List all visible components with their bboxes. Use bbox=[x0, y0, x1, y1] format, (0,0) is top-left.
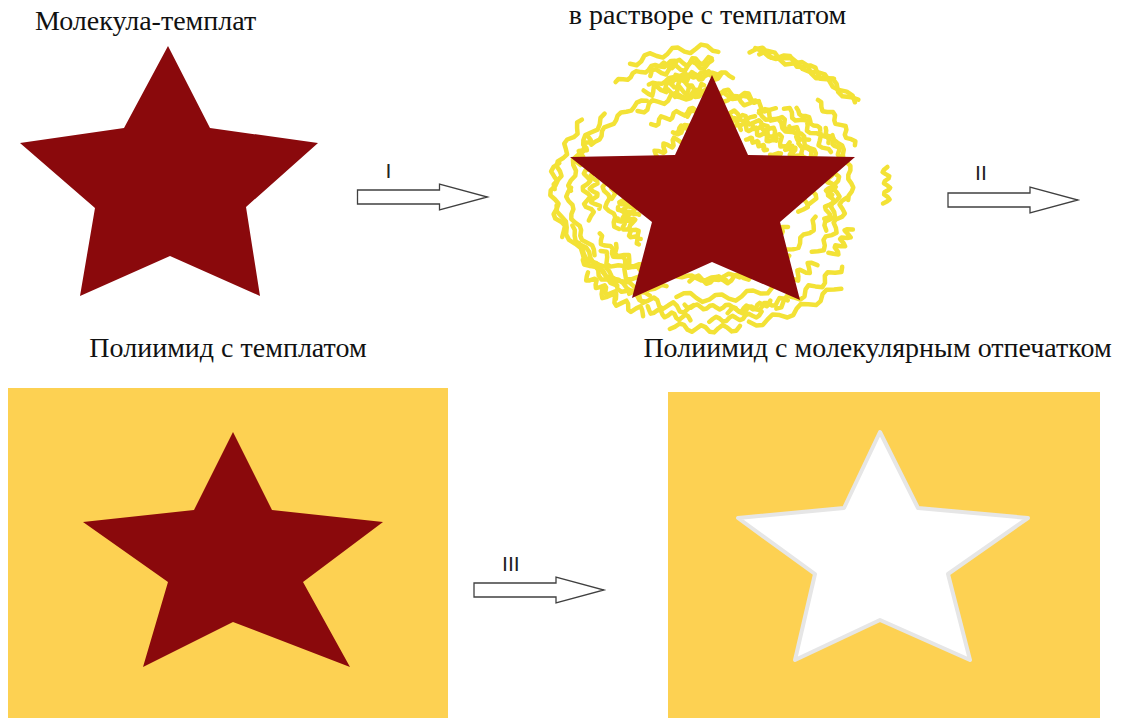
step-number: I bbox=[386, 160, 392, 182]
stage-illustration bbox=[8, 325, 448, 718]
polymer-chain bbox=[670, 324, 740, 333]
step-number: II bbox=[975, 162, 987, 184]
template-star bbox=[570, 75, 855, 300]
polymer-chain bbox=[828, 229, 853, 254]
polymer-chain bbox=[746, 138, 767, 151]
polymer-chain bbox=[755, 48, 855, 102]
stage-heading: Полиимид с молекулярным отпечатком bbox=[630, 333, 1125, 363]
stage-panel: в растворе с темплатом bbox=[515, 0, 900, 335]
polymer-chain bbox=[818, 100, 856, 145]
process-arrow bbox=[358, 184, 488, 210]
stage-panel: Молекула-темплат bbox=[15, 0, 330, 305]
stage-heading: Полиимид с темплатом bbox=[8, 333, 448, 363]
polymer-chain bbox=[709, 312, 761, 322]
imprint-cavity bbox=[738, 432, 1028, 660]
stage-panel: Полиимид с темплатом bbox=[8, 325, 448, 718]
stage-illustration bbox=[515, 0, 900, 335]
polymer-chain bbox=[591, 101, 647, 145]
polyimide-block bbox=[668, 392, 1100, 718]
process-arrow bbox=[474, 577, 604, 603]
stage-panel: Полиимид с молекулярным отпечатком bbox=[630, 325, 1125, 718]
stage-heading: в растворе с темплатом bbox=[515, 0, 900, 30]
polymer-chain bbox=[649, 73, 717, 85]
polymer-chain bbox=[557, 205, 618, 285]
polyimide-block bbox=[8, 388, 448, 718]
polymer-chain bbox=[883, 167, 891, 204]
stage-heading: Молекула-темплат bbox=[35, 6, 256, 36]
polymer-chain bbox=[728, 301, 771, 314]
polymer-chain bbox=[550, 163, 565, 237]
stage-illustration bbox=[630, 325, 1125, 718]
step-number: III bbox=[502, 553, 520, 575]
stage-illustration bbox=[15, 0, 330, 305]
template-star bbox=[83, 432, 383, 667]
polymer-chain bbox=[759, 109, 809, 140]
template-star bbox=[20, 46, 318, 296]
process-arrow bbox=[948, 187, 1078, 213]
polymer-chain bbox=[685, 305, 736, 310]
